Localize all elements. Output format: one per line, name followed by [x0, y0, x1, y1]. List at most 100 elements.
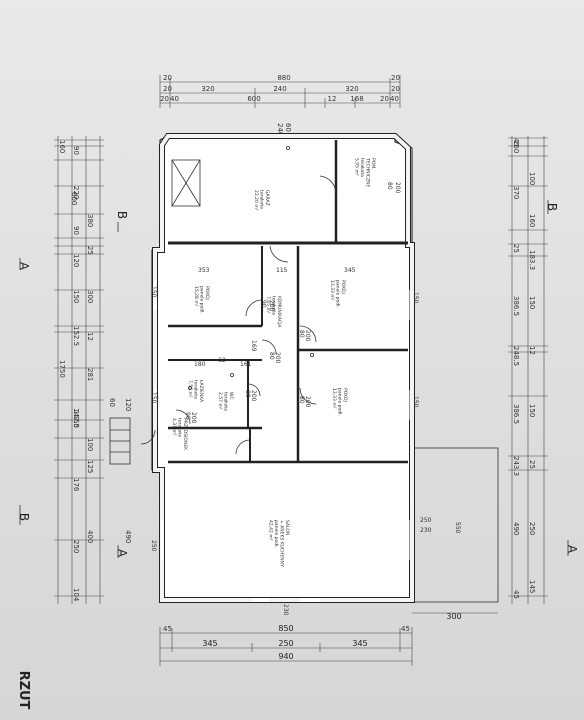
dim-right-label: 145: [528, 580, 536, 593]
room-label-salon: 42,42 m²: [268, 520, 274, 541]
interior-dim-label: 80: [298, 396, 305, 404]
dim-top-end-2: 20: [391, 74, 400, 82]
section-b-left: B: [115, 211, 129, 219]
dim-top-overall: 880: [277, 74, 290, 82]
left-dimension-chains: [54, 136, 104, 604]
dim-left-label: 400: [86, 530, 94, 543]
room-label-bath: ŁAZIENKA: [198, 379, 204, 403]
dim-top-end-4: 20: [391, 85, 400, 93]
dim-left-label: 160: [58, 140, 66, 153]
dim-terrace-300: 300: [446, 612, 461, 621]
dim-bottom-45a: 45: [163, 625, 172, 633]
dim-top-end-8: 40: [390, 95, 399, 103]
dim-top-small-60: 60: [284, 123, 292, 132]
dim-right-label: 386.5: [512, 296, 520, 316]
dim-top-320a: 320: [201, 85, 214, 93]
room-label-room2: 13,33 m²: [329, 280, 335, 301]
dim-left-label: 120: [72, 254, 80, 267]
dim-right-label: 45: [512, 590, 520, 599]
dim-top-240: 240: [273, 85, 286, 93]
dim-left-label: 176: [72, 478, 80, 492]
dim-right-label: 243.3: [512, 456, 520, 476]
dim-left-label: 1550: [72, 410, 80, 428]
interior-dim-label: 90: [184, 412, 191, 420]
dim-right-label: 386.5: [512, 404, 520, 424]
dim-right-label: 150: [528, 296, 536, 309]
room-label-wc: WC: [228, 392, 234, 400]
interior-dim-label: 80: [298, 330, 305, 338]
dim-top-600: 600: [247, 95, 260, 103]
interior-dim-label: 250: [150, 540, 157, 552]
interior-dim-label: 150: [412, 396, 419, 408]
interior-dim-label: 353: [198, 267, 210, 274]
dim-left-label: 250: [72, 540, 80, 553]
dim-top-end-1: 20: [163, 74, 172, 82]
room-label-room1: panele podł.: [199, 286, 205, 314]
room-label-room1: 15,28 m²: [193, 286, 199, 307]
dim-top-end-6: 40: [170, 95, 179, 103]
room-label-hall: terakota: [177, 418, 183, 437]
interior-dim-label: 200: [274, 352, 281, 364]
dim-left-label: 220: [72, 186, 80, 199]
dim-left-label: 147.5: [72, 408, 80, 428]
drawing-title: RZUT: [16, 671, 31, 710]
dim-bottom-345b: 345: [352, 639, 367, 648]
room-label-garage: 22,20 m²: [253, 190, 259, 211]
section-a-left-top: A: [17, 262, 31, 271]
interior-dim-label: 161: [240, 361, 252, 368]
dim-left-label: 60: [108, 398, 116, 407]
interior-dim-label: 200: [250, 390, 257, 402]
dim-left-label: 152.5: [72, 326, 80, 346]
bottom-dimension-chains: 45 45 850 345 250 345 940 300: [159, 612, 498, 666]
interior-dim-label: 250: [420, 517, 432, 524]
dim-left-label: 490: [124, 530, 132, 543]
dim-top-end-5: 20: [160, 95, 169, 103]
dim-left-label: 150: [72, 290, 80, 303]
dim-left-label: 90: [72, 226, 80, 235]
room-label-salon: panele podł.: [273, 520, 279, 548]
room-label-tech: 5,95 m²: [354, 158, 360, 176]
dim-right-label: 150: [528, 404, 536, 417]
dim-left-label: 120: [124, 398, 132, 411]
dim-left-label: 125: [86, 460, 94, 473]
room-label-garage: GARAŻ: [264, 190, 271, 206]
room-label-bath: 7,56 m²: [187, 380, 193, 398]
dim-bottom-940: 940: [278, 652, 293, 661]
interior-dim-label: 169: [250, 340, 257, 352]
dim-top-168: 168: [350, 95, 363, 103]
dim-bottom-850: 850: [278, 624, 293, 633]
room-label-salon: + ANEKS KUCHENNY: [279, 520, 285, 567]
room-label-wc: terakota: [223, 392, 229, 411]
dim-top-320b: 320: [345, 85, 358, 93]
section-a-right: A: [565, 545, 579, 554]
room-label-tech: terakota: [359, 158, 365, 177]
interior-dim-label: 230: [282, 604, 289, 616]
section-a-left-bottom: A: [115, 549, 129, 558]
dim-bottom-250: 250: [278, 639, 293, 648]
interior-dim-label: 200: [268, 300, 275, 312]
top-dimension-chains: 880 320 240 320 600 12 168 20 20 20 20 2…: [159, 74, 401, 136]
right-dimension-chains: [508, 136, 548, 604]
room-label-salon: SALON: [284, 520, 290, 535]
section-b-left-bottom: B: [17, 513, 31, 521]
dim-right-label: 490: [512, 522, 520, 535]
interior-dim-label: 200: [304, 396, 311, 408]
room-label-corridor: terakota: [271, 296, 277, 315]
dim-bottom-345a: 345: [202, 639, 217, 648]
interior-dim-label: 200: [190, 412, 197, 424]
dim-right-label: 25: [512, 244, 520, 253]
dim-left-label: 600: [70, 192, 78, 205]
interior-dim-label: 90: [260, 300, 267, 308]
interior-dim-label: 80: [244, 390, 251, 398]
dim-right-label: 100: [528, 172, 536, 185]
interior-dim-label: 180: [194, 361, 206, 368]
room-label-hall: 4,31 m²: [171, 418, 177, 436]
dim-top-end-3: 20: [163, 85, 172, 93]
interior-dim-label: 200: [304, 330, 311, 342]
dim-left-label: 281: [86, 368, 94, 381]
dim-top-small-240: 240: [276, 123, 284, 136]
